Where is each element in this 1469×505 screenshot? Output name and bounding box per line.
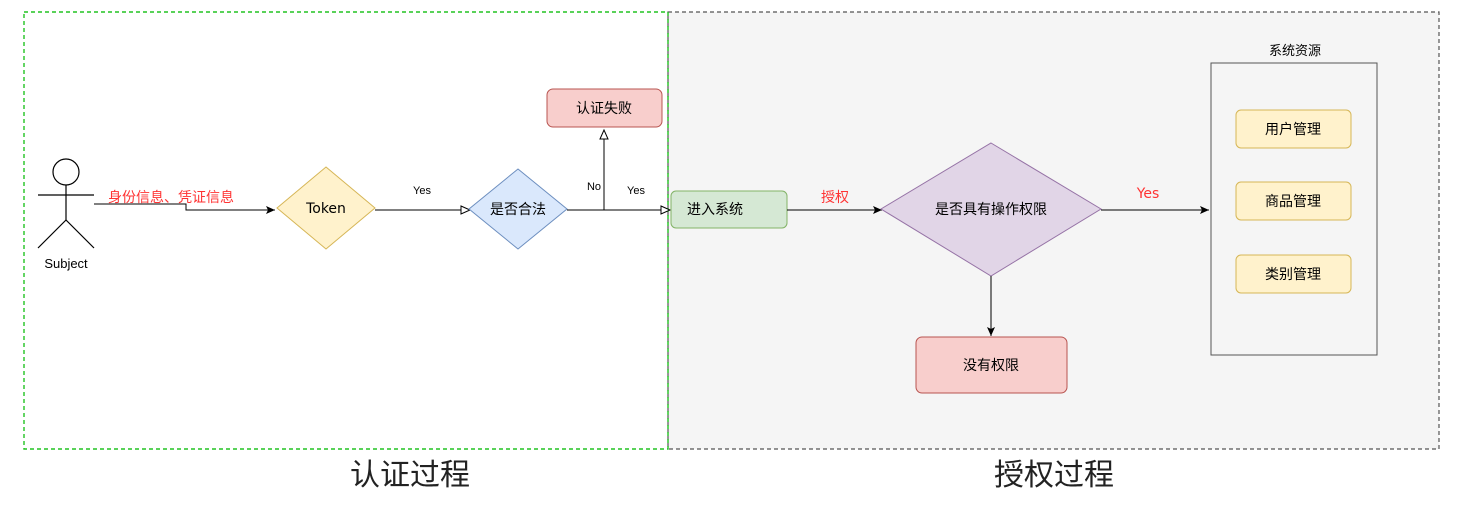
- resource-item-category[interactable]: [1235, 254, 1352, 294]
- edge-subject-token: [94, 203, 275, 214]
- authentication-caption: 认证过程: [350, 458, 470, 493]
- auth-fail-node[interactable]: [546, 88, 663, 128]
- auth-fail-label: 认证失败: [576, 101, 632, 117]
- valid-yes-label: Yes: [627, 185, 645, 197]
- resource-item-user-label: 用户管理: [1265, 121, 1321, 138]
- validity-decision[interactable]: [468, 168, 568, 250]
- valid-no-label: No: [587, 181, 601, 193]
- resources-title: 系统资源: [1269, 43, 1321, 58]
- token-yes-label: Yes: [413, 185, 431, 197]
- no-permission-node[interactable]: [915, 336, 1068, 394]
- subject-label: Subject: [44, 256, 88, 271]
- authorization-caption: 授权过程: [994, 458, 1114, 493]
- resource-item-product-label: 商品管理: [1265, 194, 1321, 210]
- token-label: Token: [305, 201, 346, 217]
- resource-item-product[interactable]: [1235, 181, 1352, 221]
- enter-system-label: 进入系统: [687, 202, 743, 218]
- no-permission-label: 没有权限: [963, 358, 1019, 374]
- authorize-label: 授权: [821, 190, 849, 206]
- validity-label: 是否合法: [490, 202, 546, 218]
- permission-yes-label: Yes: [1136, 186, 1160, 202]
- resource-item-user[interactable]: [1235, 109, 1352, 149]
- permission-label: 是否具有操作权限: [935, 202, 1047, 218]
- authentication-region: [23, 11, 669, 450]
- identity-credential-label: 身份信息、凭证信息: [108, 189, 234, 206]
- resource-item-category-label: 类别管理: [1265, 267, 1321, 283]
- subject-actor-icon: [37, 158, 95, 249]
- token-decision[interactable]: [276, 166, 376, 250]
